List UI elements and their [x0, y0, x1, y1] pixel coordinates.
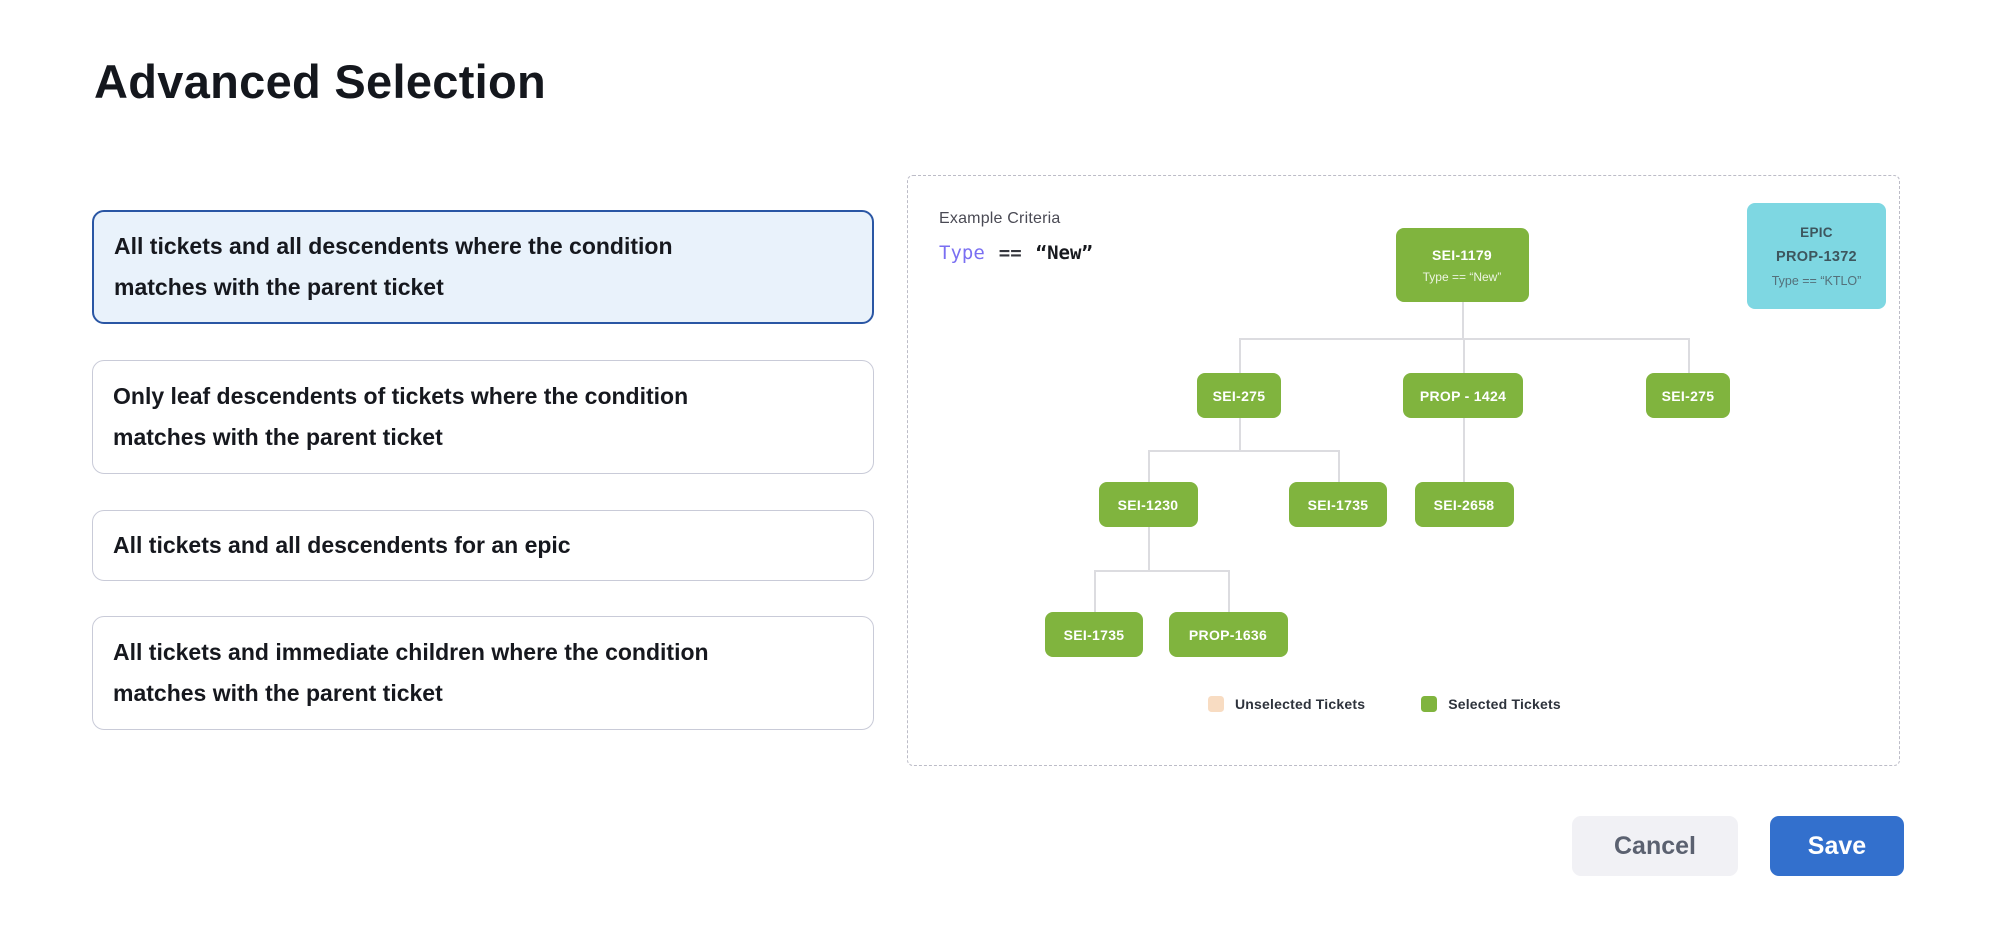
tree-node-label: SEI-1735: [1307, 496, 1369, 513]
tree-node-sei-1230: SEI-1230: [1098, 482, 1198, 527]
tree-connector: [1228, 570, 1230, 612]
epic-title: EPIC: [1800, 224, 1833, 240]
epic-id: PROP-1372: [1776, 248, 1857, 265]
legend-label: Selected Tickets: [1448, 696, 1561, 712]
save-button[interactable]: Save: [1770, 816, 1904, 876]
option-list: All tickets and all descendents where th…: [92, 210, 874, 766]
criteria-value: “New”: [1035, 242, 1093, 264]
criteria-field: Type: [939, 242, 985, 264]
tree-node-sei-2658: SEI-2658: [1414, 482, 1514, 527]
criteria-operator: ==: [998, 242, 1022, 264]
tree-connector: [1338, 450, 1340, 482]
tree-node-prop-1424: PROP - 1424: [1403, 373, 1523, 418]
tree-node-sei-275-b: SEI-275: [1646, 373, 1730, 418]
tree-node-prop-1636: PROP-1636: [1168, 612, 1288, 657]
tree-node-label: SEI-1735: [1063, 626, 1125, 643]
criteria-label: Example Criteria: [939, 210, 1061, 227]
legend-item-unselected: Unselected Tickets: [1208, 696, 1365, 712]
tree-node-sei-1735-b: SEI-1735: [1045, 612, 1143, 657]
tree-connector: [1148, 450, 1150, 482]
tree-node-label: PROP-1636: [1188, 626, 1268, 643]
tree-connector: [1148, 450, 1338, 452]
legend-item-selected: Selected Tickets: [1421, 696, 1561, 712]
tree-connector: [1463, 418, 1465, 482]
tree-node-label: SEI-275: [1661, 387, 1715, 404]
option-all-descendents-condition[interactable]: All tickets and all descendents where th…: [92, 210, 874, 324]
tree-connector: [1148, 527, 1150, 570]
epic-card: EPIC PROP-1372 Type == “KTLO”: [1747, 203, 1886, 309]
tree-node-sei-275-a: SEI-275: [1197, 373, 1281, 418]
tree-node-label: SEI-2658: [1433, 496, 1495, 513]
tree-node-label: SEI-275: [1212, 387, 1266, 404]
tree-connector: [1463, 338, 1465, 373]
tree-connector: [1688, 338, 1690, 373]
legend: Unselected Tickets Selected Tickets: [1208, 696, 1561, 712]
tree-connector: [1462, 302, 1464, 338]
tree-connector: [1094, 570, 1228, 572]
tree-node-label: SEI-1230: [1117, 496, 1179, 513]
unselected-tickets-swatch: [1208, 696, 1224, 712]
option-label: Only leaf descendents of tickets where t…: [113, 383, 689, 450]
tree-connector: [1239, 418, 1241, 450]
option-leaf-descendents-condition[interactable]: Only leaf descendents of tickets where t…: [92, 360, 874, 474]
tree-connector: [1239, 338, 1241, 373]
epic-criteria: Type == “KTLO”: [1771, 273, 1862, 288]
example-preview-panel: Example Criteria Type == “New” EPIC PROP…: [907, 175, 1900, 766]
tree-node-criteria: Type == “New”: [1422, 269, 1502, 284]
option-label: All tickets and all descendents where th…: [114, 233, 673, 300]
page-title: Advanced Selection: [94, 55, 547, 108]
option-label: All tickets and immediate children where…: [113, 639, 709, 706]
option-all-descendents-epic[interactable]: All tickets and all descendents for an e…: [92, 510, 874, 581]
cancel-button[interactable]: Cancel: [1572, 816, 1738, 876]
criteria-expression: Type == “New”: [939, 242, 1093, 264]
selected-tickets-swatch: [1421, 696, 1438, 712]
option-label: All tickets and all descendents for an e…: [113, 532, 571, 558]
tree-node-sei-1735-a: SEI-1735: [1289, 482, 1387, 527]
option-immediate-children-condition[interactable]: All tickets and immediate children where…: [92, 616, 874, 730]
tree-connector: [1094, 570, 1096, 612]
legend-label: Unselected Tickets: [1235, 696, 1366, 712]
tree-node-label: SEI-1179: [1432, 246, 1492, 263]
tree-node-label: PROP - 1424: [1419, 387, 1507, 404]
